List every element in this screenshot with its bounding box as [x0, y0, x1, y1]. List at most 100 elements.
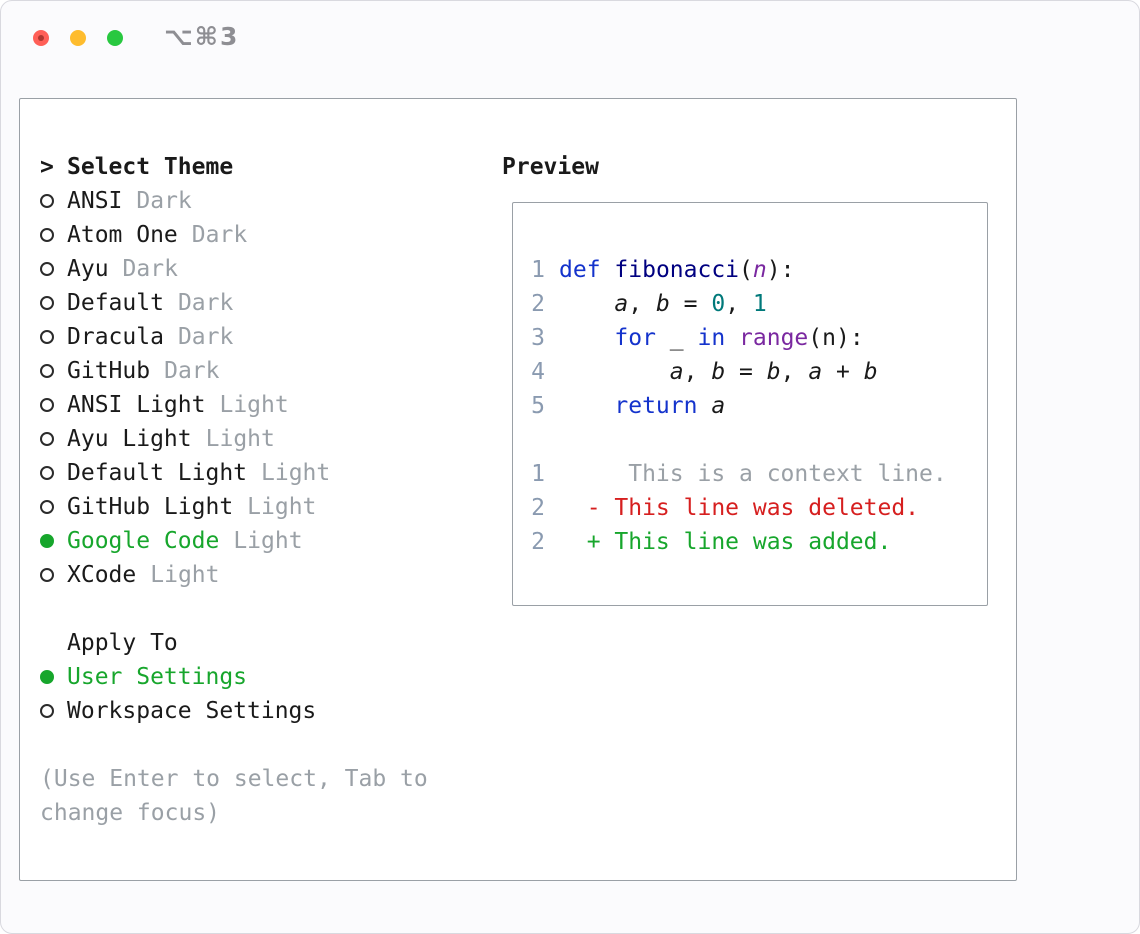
- theme-variant: Dark: [191, 222, 248, 248]
- diff-line-deleted: 2 - This line was deleted.: [531, 491, 987, 525]
- theme-name: GitHub Light: [67, 494, 234, 520]
- line-number: 5: [531, 393, 545, 419]
- theme-name: Dracula: [67, 324, 164, 350]
- theme-variant: Light: [247, 494, 317, 520]
- code-line: 2 a, b = 0, 1: [531, 287, 987, 321]
- apply-option-label: Workspace Settings: [67, 698, 317, 724]
- line-number: 4: [531, 359, 545, 385]
- radio-icon: [40, 432, 54, 446]
- line-number: 2: [531, 291, 545, 317]
- theme-variant: Light: [261, 460, 331, 486]
- theme-variant: Light: [150, 562, 220, 588]
- theme-variant: Light: [219, 392, 289, 418]
- preview-title: Preview: [502, 154, 599, 180]
- theme-option-ayu[interactable]: Ayu Dark: [40, 252, 428, 286]
- code-text: return a: [614, 393, 726, 419]
- line-number: 1: [531, 257, 545, 283]
- radio-icon: [40, 398, 54, 412]
- theme-name: ANSI: [67, 188, 123, 214]
- code-text: def fibonacci(n):: [559, 257, 795, 283]
- select-theme-header: > Select Theme: [40, 150, 428, 184]
- diff-text: - This line was deleted.: [559, 495, 920, 521]
- theme-name: Google Code: [67, 528, 220, 554]
- spacer: [40, 592, 428, 626]
- code-text: a, b = b, a + b: [669, 359, 878, 385]
- theme-variant: Dark: [177, 290, 234, 316]
- code-text: for _ in range(n):: [614, 325, 864, 351]
- apply-option-label: User Settings: [67, 664, 248, 690]
- theme-option-github[interactable]: GitHub Dark: [40, 354, 428, 388]
- theme-option-ansi[interactable]: ANSI Dark: [40, 184, 428, 218]
- code-text: a, b = 0, 1: [614, 291, 767, 317]
- radio-icon: [40, 330, 54, 344]
- diff-line-added: 2 + This line was added.: [531, 525, 987, 559]
- traffic-lights: [33, 30, 123, 46]
- radio-icon: [40, 228, 54, 242]
- code-line: 4 a, b = b, a + b: [531, 355, 987, 389]
- line-number: 1: [531, 461, 545, 487]
- radio-selected-icon: [40, 534, 54, 548]
- apply-option-user-settings[interactable]: User Settings: [40, 660, 428, 694]
- theme-option-google-code[interactable]: Google Code Light: [40, 524, 428, 558]
- theme-option-github-light[interactable]: GitHub Light Light: [40, 490, 428, 524]
- theme-name: GitHub: [67, 358, 151, 384]
- code-line: 3 for _ in range(n):: [531, 321, 987, 355]
- theme-option-default[interactable]: Default Dark: [40, 286, 428, 320]
- close-button[interactable]: [33, 30, 49, 46]
- theme-option-ayu-light[interactable]: Ayu Light Light: [40, 422, 428, 456]
- theme-option-dracula[interactable]: Dracula Dark: [40, 320, 428, 354]
- minimize-button[interactable]: [70, 30, 86, 46]
- theme-variant: Light: [205, 426, 275, 452]
- theme-name: XCode: [67, 562, 137, 588]
- hint-line-2: change focus): [40, 800, 221, 826]
- theme-variant: Dark: [177, 324, 234, 350]
- diff-text: + This line was added.: [559, 529, 892, 555]
- radio-icon: [40, 704, 54, 718]
- theme-option-ansi-light[interactable]: ANSI Light Light: [40, 388, 428, 422]
- theme-variant: Dark: [122, 256, 178, 282]
- radio-icon: [40, 500, 54, 514]
- window-title: ⌥⌘3: [164, 22, 240, 51]
- theme-variant: Dark: [136, 188, 192, 214]
- theme-option-atom-one[interactable]: Atom One Dark: [40, 218, 428, 252]
- radio-icon: [40, 296, 54, 310]
- diff-line-context: 1 This is a context line.: [531, 457, 987, 491]
- theme-option-xcode[interactable]: XCode Light: [40, 558, 428, 592]
- select-theme-title: Select Theme: [67, 154, 234, 180]
- theme-name: Atom One: [67, 222, 178, 248]
- theme-variant: Light: [233, 528, 303, 554]
- radio-selected-icon: [40, 670, 54, 684]
- prompt-marker: >: [40, 154, 54, 180]
- theme-name: Default Light: [67, 460, 248, 486]
- code-line: 1 def fibonacci(n):: [531, 253, 987, 287]
- titlebar: ⌥⌘3: [1, 1, 1139, 75]
- code-line: 5 return a: [531, 389, 987, 423]
- radio-icon: [40, 466, 54, 480]
- theme-name: Ayu: [67, 256, 109, 282]
- radio-icon: [40, 262, 54, 276]
- line-number: 3: [531, 325, 545, 351]
- theme-name: ANSI Light: [67, 392, 206, 418]
- apply-to-header: Apply To: [67, 630, 178, 656]
- radio-icon: [40, 194, 54, 208]
- hint-line-1: (Use Enter to select, Tab to: [40, 766, 428, 792]
- theme-variant: Dark: [164, 358, 220, 384]
- radio-icon: [40, 364, 54, 378]
- spacer: [40, 728, 428, 762]
- radio-icon: [40, 568, 54, 582]
- line-number: 2: [531, 495, 545, 521]
- theme-name: Ayu Light: [67, 426, 192, 452]
- line-number: 2: [531, 529, 545, 555]
- zoom-button[interactable]: [107, 30, 123, 46]
- apply-option-workspace-settings[interactable]: Workspace Settings: [40, 694, 428, 728]
- theme-name: Default: [67, 290, 164, 316]
- diff-text: This is a context line.: [559, 461, 947, 487]
- theme-option-default-light[interactable]: Default Light Light: [40, 456, 428, 490]
